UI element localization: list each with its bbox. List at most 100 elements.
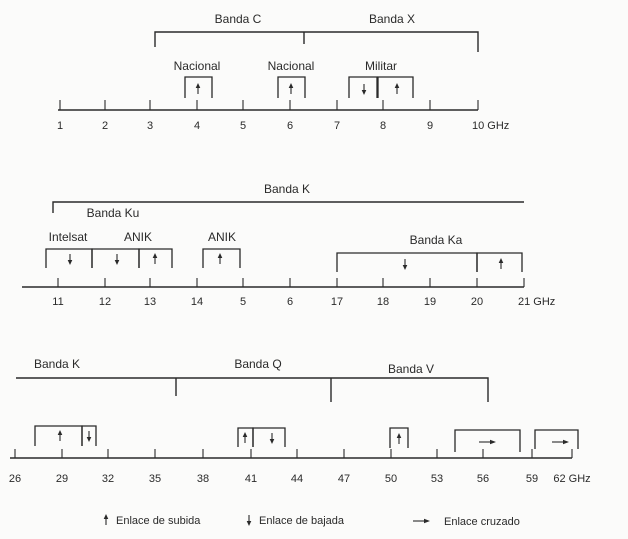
arrow-up-icon: [152, 253, 158, 264]
arrow-up-icon: [288, 83, 294, 94]
tick-label: 17: [331, 296, 343, 308]
tick-label: 32: [102, 473, 114, 485]
tick-label: 41: [245, 473, 257, 485]
tick-label: 6: [287, 120, 293, 132]
allocation-label: Banda Ka: [410, 233, 463, 247]
allocation: Banda Ka: [336, 233, 523, 272]
tick-label: 5: [240, 296, 246, 308]
allocation: [389, 427, 409, 448]
arrow-down-icon: [361, 84, 367, 95]
allocation-bracket: [534, 429, 579, 449]
arrow-up-icon: [103, 514, 109, 525]
band-label: Banda K: [34, 357, 80, 371]
arrow-up-icon: [195, 83, 201, 94]
band-label: Banda X: [369, 12, 415, 26]
arrow-up-icon: [396, 433, 402, 444]
allocation-bracket: [277, 76, 306, 98]
tick-label: 3: [147, 120, 153, 132]
band: Banda K: [16, 357, 489, 402]
allocation: Militar: [348, 59, 414, 98]
tick-label: 26: [9, 473, 21, 485]
arrow-down-icon: [114, 254, 120, 265]
allocation-bracket: [336, 252, 478, 272]
tick-label: 14: [191, 296, 203, 308]
tick-label: 2: [102, 120, 108, 132]
legend-label: Enlace de subida: [116, 515, 201, 527]
tick-label: 8: [380, 120, 386, 132]
band-label: Banda V: [388, 362, 434, 376]
tick-label: 50: [385, 473, 397, 485]
tick-label: 62 GHz: [553, 473, 590, 485]
band-label: Banda Q: [234, 357, 281, 371]
band: Banda V: [330, 362, 434, 402]
legend-label: Enlace de bajada: [259, 515, 345, 527]
tick-label: 56: [477, 473, 489, 485]
tick-label: 12: [99, 296, 111, 308]
allocation-label: ANIK: [124, 230, 152, 244]
allocation: ANIK: [91, 230, 173, 268]
tick-label: 29: [56, 473, 68, 485]
band: Banda Q: [175, 357, 282, 396]
tick-label: 44: [291, 473, 303, 485]
legend: Enlace de subida Enlace de bajada Enlace c…: [103, 514, 520, 528]
tick-label: 38: [197, 473, 209, 485]
legend-item-down: Enlace de bajada: [246, 515, 345, 527]
allocation-label: Intelsat: [49, 230, 88, 244]
arrow-down-icon: [269, 433, 275, 444]
arrow-cross-icon: [479, 439, 496, 445]
allocation-bracket: [476, 252, 523, 272]
arrow-down-icon: [246, 515, 252, 526]
tick-label: 20: [471, 296, 483, 308]
band-label: Banda K: [264, 182, 310, 196]
allocation-bracket: [138, 248, 173, 268]
band-bracket: [16, 377, 489, 402]
allocation-label: ANIK: [208, 230, 236, 244]
allocation-bracket: [454, 429, 521, 452]
allocation: Nacional: [174, 59, 221, 98]
allocation: [237, 427, 286, 447]
tick-label: 11: [52, 296, 63, 308]
tick-label: 1: [57, 120, 63, 132]
tick-label: 10 GHz: [472, 120, 509, 132]
allocation: [534, 429, 579, 449]
allocation-bracket: [348, 76, 378, 98]
arrow-down-icon: [402, 259, 408, 270]
allocation-bracket: [34, 425, 83, 446]
band: Banda C: [154, 12, 479, 52]
tick-label: 18: [377, 296, 389, 308]
arrow-down-icon: [86, 431, 92, 442]
tick-label: 13: [144, 296, 156, 308]
tick-label: 53: [431, 473, 443, 485]
tick-label: 59: [526, 473, 538, 485]
allocation: Nacional: [268, 59, 314, 98]
arrow-up-icon: [242, 432, 248, 443]
tick-label: 6: [287, 296, 293, 308]
arrow-down-icon: [67, 254, 73, 265]
allocation-bracket: [91, 248, 140, 268]
allocation-label: Nacional: [174, 59, 221, 73]
tick-label: 4: [194, 120, 200, 132]
band-label: Banda C: [215, 12, 262, 26]
allocation-bracket: [389, 427, 409, 448]
allocation-label: Militar: [365, 59, 397, 73]
allocation: ANIK: [202, 230, 241, 268]
band-bracket: [154, 31, 479, 52]
band: Banda X: [303, 12, 415, 44]
allocation: [454, 429, 521, 452]
allocation-bracket: [377, 76, 414, 98]
legend-item-cross: Enlace cruzado: [413, 516, 520, 528]
allocation: Intelsat: [45, 230, 93, 268]
arrow-up-icon: [57, 430, 63, 441]
tick-label: 7: [334, 120, 340, 132]
allocation-bracket: [45, 248, 93, 268]
legend-label: Enlace cruzado: [444, 516, 520, 528]
allocation-bracket: [252, 427, 286, 447]
tick-label: 21 GHz: [518, 296, 555, 308]
tick-label: 9: [427, 120, 433, 132]
tick-label: 47: [338, 473, 350, 485]
